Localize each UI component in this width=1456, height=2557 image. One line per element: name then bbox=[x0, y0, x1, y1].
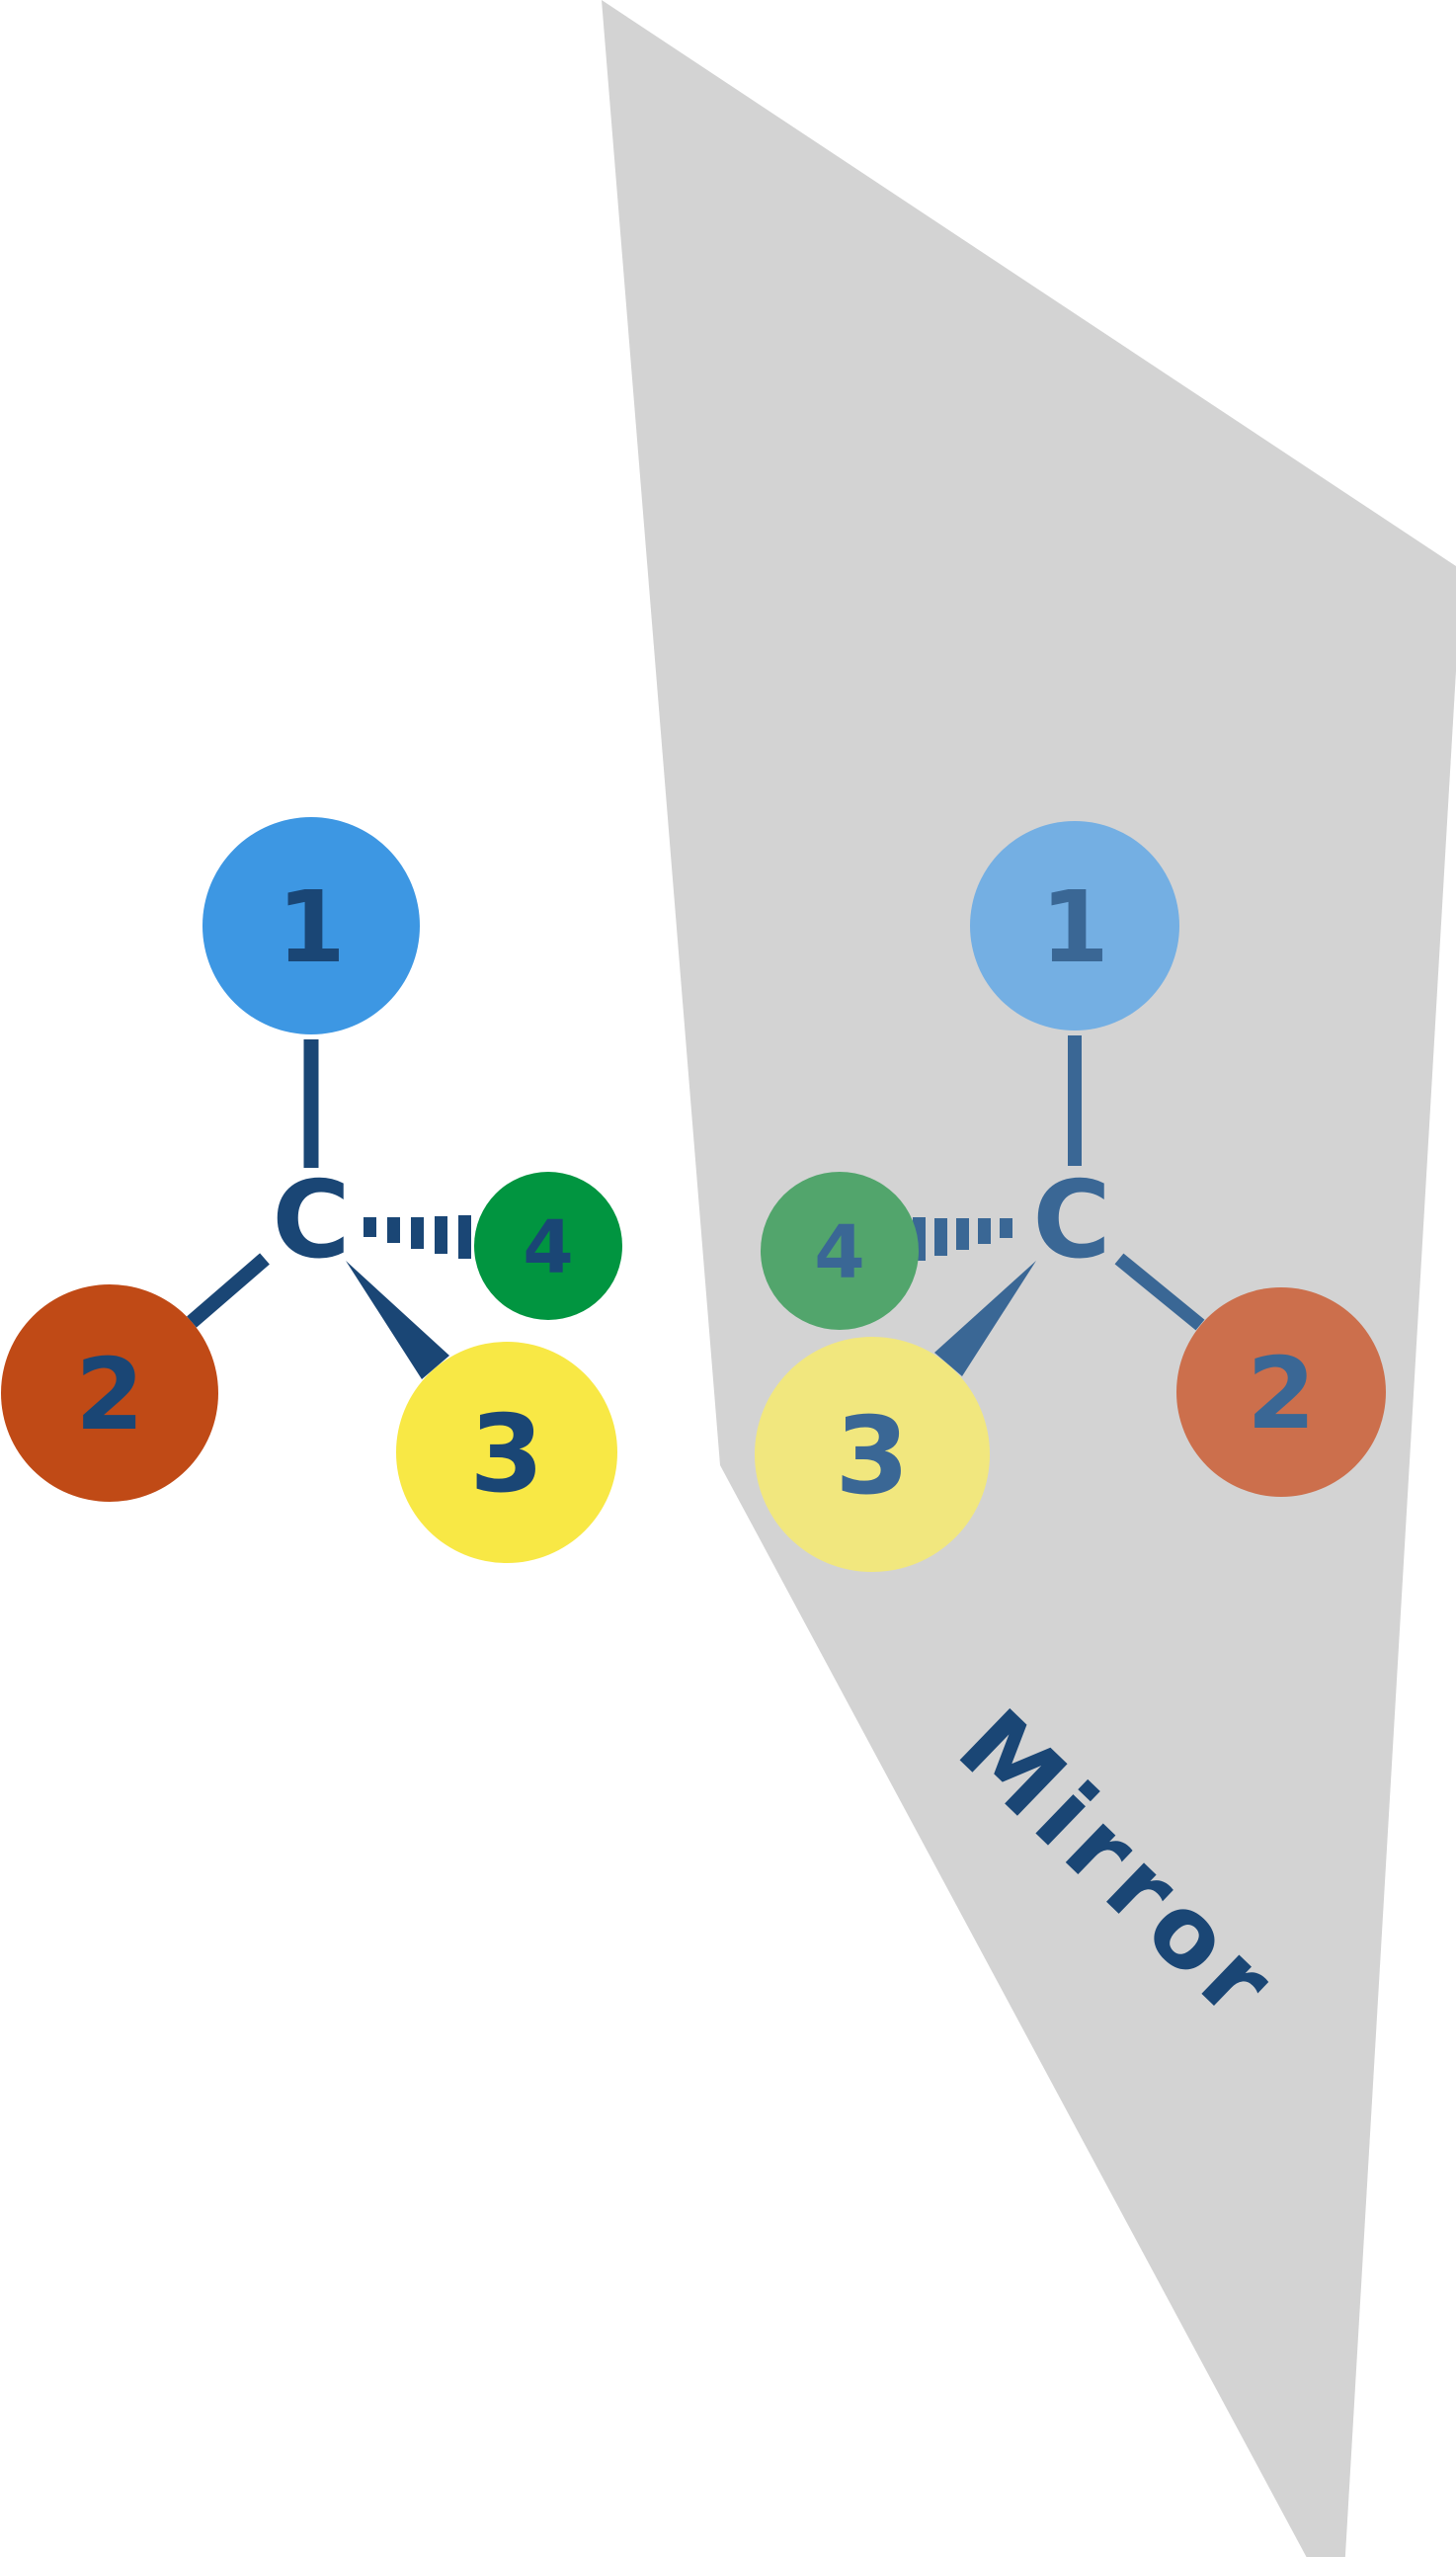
right-substituent-2-circle bbox=[1176, 1287, 1386, 1497]
left-substituent-3-label: 3 bbox=[469, 1393, 543, 1517]
right-substituent-1-label: 1 bbox=[1040, 869, 1109, 985]
left-substituent-1-circle bbox=[202, 817, 420, 1034]
mirror-plane bbox=[602, 0, 1456, 2557]
hash-dash bbox=[364, 1217, 376, 1237]
right-molecule: 1 2 3 4 C bbox=[755, 821, 1386, 1572]
right-wedge-bond-c-3 bbox=[934, 1261, 1036, 1376]
right-substituent-3-label: 3 bbox=[835, 1395, 909, 1519]
left-substituent-1-label: 1 bbox=[277, 869, 346, 985]
right-hash-bond-c-4 bbox=[913, 1217, 1012, 1261]
left-hash-bond-c-4 bbox=[364, 1215, 471, 1259]
hash-dash bbox=[956, 1218, 969, 1250]
left-carbon-label: C bbox=[272, 1159, 350, 1282]
left-molecule: 1 2 3 4 C bbox=[1, 817, 622, 1563]
hash-dash bbox=[435, 1216, 447, 1254]
left-substituent-2-circle bbox=[1, 1284, 218, 1502]
hash-dash bbox=[934, 1218, 947, 1256]
right-bond-c-2 bbox=[1114, 1253, 1205, 1331]
right-substituent-3-circle bbox=[755, 1337, 990, 1572]
hash-dash bbox=[387, 1217, 400, 1243]
right-substituent-4-circle bbox=[761, 1172, 919, 1330]
left-substituent-3-circle bbox=[396, 1342, 617, 1563]
hash-dash bbox=[978, 1218, 991, 1244]
right-substituent-4-label: 4 bbox=[814, 1210, 865, 1295]
hash-dash bbox=[458, 1215, 471, 1259]
left-substituent-2-label: 2 bbox=[75, 1337, 144, 1452]
left-substituent-4-circle bbox=[474, 1172, 622, 1320]
right-substituent-1-circle bbox=[970, 821, 1179, 1031]
hash-dash bbox=[1000, 1218, 1012, 1238]
right-substituent-2-label: 2 bbox=[1247, 1336, 1316, 1451]
hash-dash bbox=[411, 1217, 424, 1249]
left-bond-c-2 bbox=[187, 1253, 270, 1328]
left-substituent-4-label: 4 bbox=[523, 1205, 574, 1290]
right-carbon-label: C bbox=[1032, 1159, 1110, 1282]
left-wedge-bond-c-3 bbox=[346, 1261, 449, 1379]
